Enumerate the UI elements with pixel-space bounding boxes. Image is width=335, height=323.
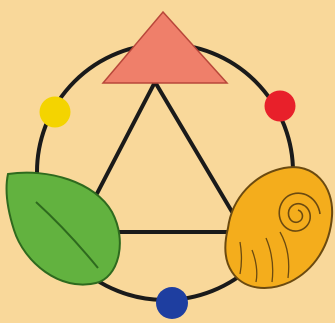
red-dot-icon	[265, 91, 296, 122]
blue-dot-icon	[156, 287, 188, 319]
yellow-dot-icon	[40, 97, 71, 128]
